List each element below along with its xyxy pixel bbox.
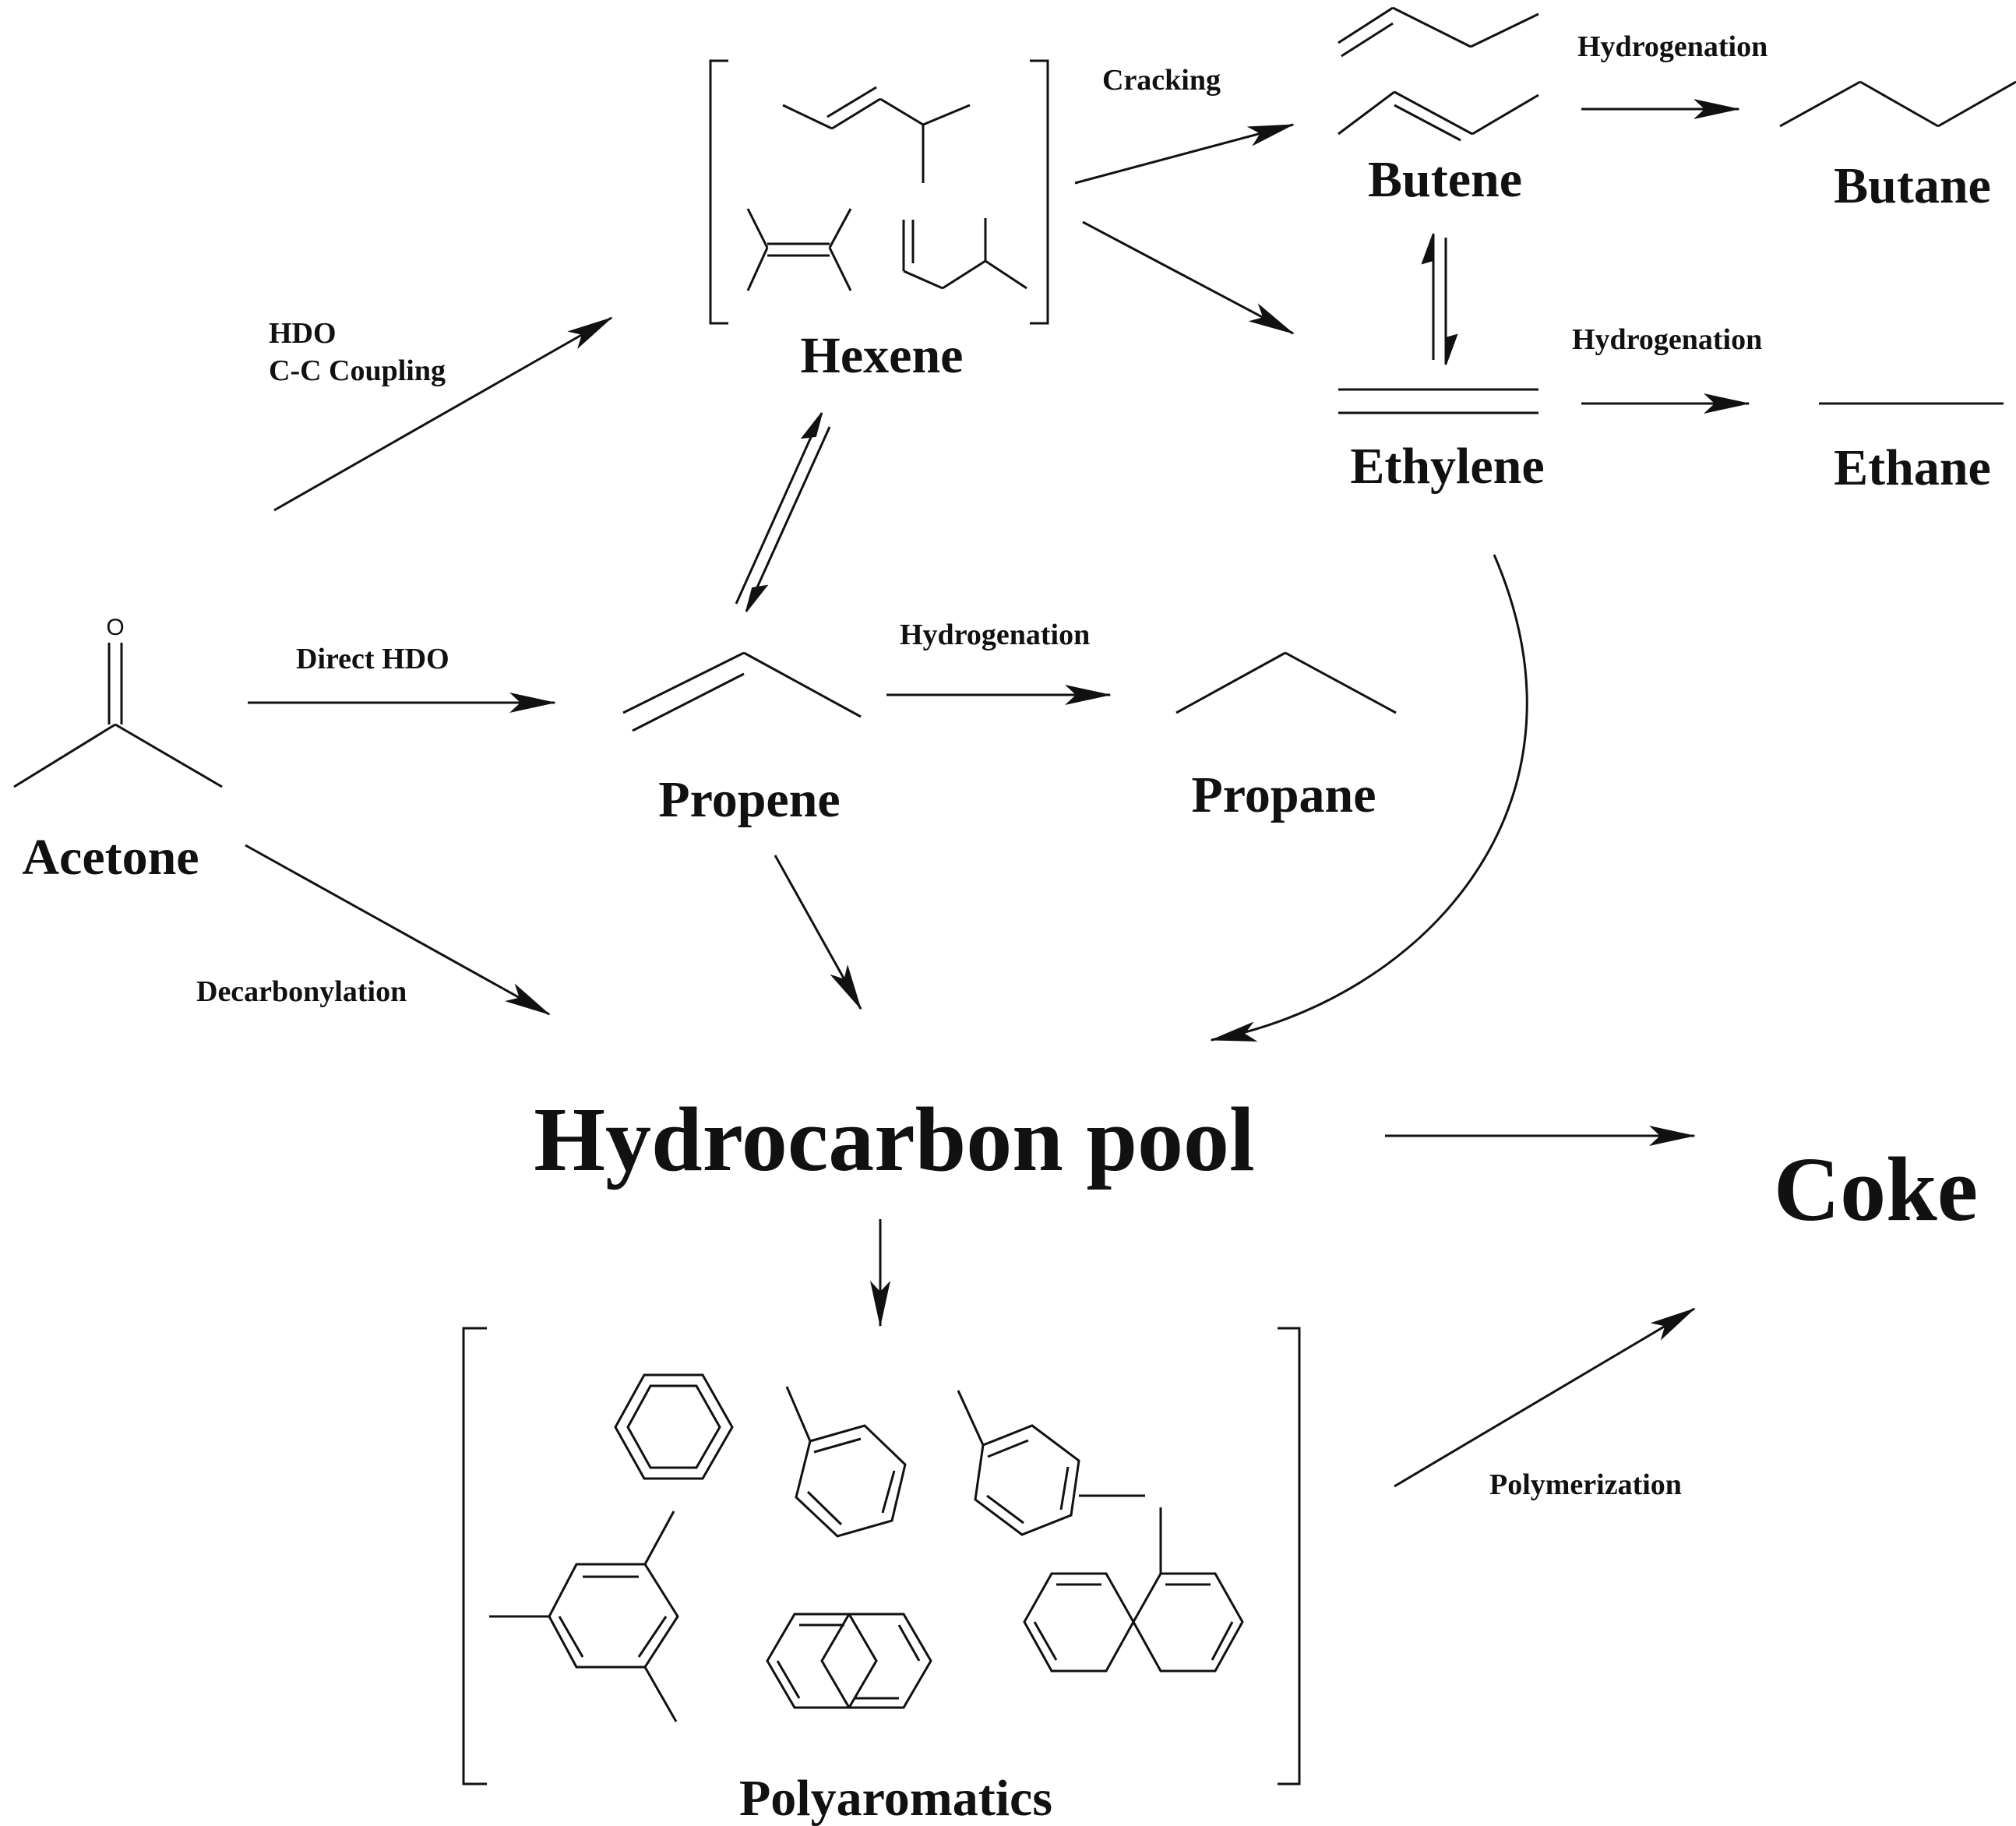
butene-isomer-1 <box>1338 6 1539 58</box>
equilibrium-head-up <box>800 412 823 439</box>
direct-hdo-label: Direct HDO <box>296 643 449 675</box>
toluene-structure <box>785 1386 907 1538</box>
butane-structure <box>1779 80 2016 128</box>
butane-label: Butane <box>1834 157 1991 214</box>
polymerization-label: Polymerization <box>1489 1468 1682 1501</box>
hexene-isomer-3 <box>902 218 1027 290</box>
equilibrium-head-ethylene <box>1445 333 1458 365</box>
arrow-acetone-to-pool <box>245 844 551 1016</box>
arrow-polyaromatics-to-coke <box>1394 1307 1696 1488</box>
reaction-arrows <box>245 99 1750 1488</box>
hexene-isomer-2 <box>746 208 852 291</box>
ethane-label: Ethane <box>1834 439 1991 496</box>
mesitylene-structure <box>489 1511 679 1722</box>
benzene-structure <box>614 1373 734 1480</box>
arrow-propene-to-pool <box>774 855 862 1010</box>
hexene-bracket <box>709 59 1049 325</box>
ethylene-structure <box>1338 388 1538 414</box>
ethylene-label: Ethylene <box>1350 438 1544 495</box>
butene-label: Butene <box>1368 151 1522 208</box>
cracking-label: Cracking <box>1102 64 1221 97</box>
equilibrium-head-butene <box>1421 233 1434 265</box>
naphthalene-structure <box>766 1613 932 1709</box>
propene-structure <box>622 651 862 732</box>
propene-label: Propene <box>658 771 840 828</box>
acetone-label: Acetone <box>22 829 199 886</box>
arrow-ethylene-to-pool <box>1210 554 1528 1042</box>
oxygen-atom: O <box>106 615 124 640</box>
hydrogenation-butene-label: Hydrogenation <box>1577 30 1768 63</box>
polyaromatics-bracket <box>462 1327 1301 1785</box>
arrow-hexene-to-butene <box>1074 123 1295 185</box>
methylnaphthalene-structure <box>1023 1507 1244 1673</box>
acetone-structure: O <box>13 615 223 788</box>
butene-isomer-2 <box>1338 90 1539 142</box>
arrow-acetone-to-hexene <box>273 316 613 512</box>
polyaromatics-label: Polyaromatics <box>739 1770 1052 1826</box>
hydrogenation-ethylene-label: Hydrogenation <box>1572 323 1762 356</box>
propane-label: Propane <box>1191 767 1376 823</box>
hdo-label: HDO <box>269 317 337 350</box>
hexene-label: Hexene <box>801 327 964 384</box>
cc-coupling-label: C-C Coupling <box>269 354 446 387</box>
propane-structure <box>1175 651 1397 714</box>
equilibrium-hexene-to-propene <box>745 426 831 612</box>
coke-label: Coke <box>1774 1138 1978 1240</box>
hydrogenation-propene-label: Hydrogenation <box>900 619 1090 651</box>
equilibrium-head-down <box>745 584 769 612</box>
decarbonylation-label: Decarbonylation <box>196 975 407 1008</box>
arrow-hexene-to-ethylene <box>1082 220 1295 335</box>
hydrocarbon-pool-label: Hydrocarbon pool <box>534 1088 1255 1190</box>
hexene-isomer-1 <box>782 86 971 183</box>
m-xylene-structure <box>957 1390 1145 1536</box>
equilibrium-propene-to-hexene <box>735 412 823 605</box>
